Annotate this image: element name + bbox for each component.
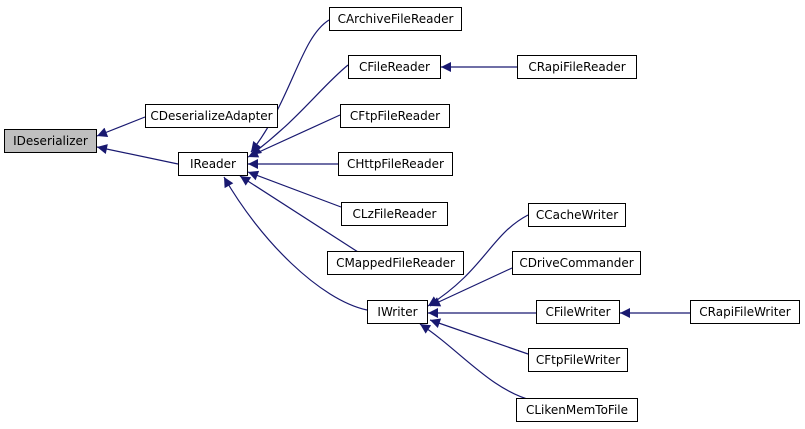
edge-clikenmemtofile-to-iwriter bbox=[419, 323, 535, 402]
node-chttpfilereader[interactable]: CHttpFileReader bbox=[338, 152, 453, 176]
edge-ccachewriter-to-iwriter bbox=[427, 214, 529, 307]
node-cdeserializeadapter[interactable]: CDeserializeAdapter bbox=[145, 104, 278, 128]
edge-clzfilereader-to-ireader bbox=[247, 170, 342, 208]
edge-ireader-to-ideserializer bbox=[96, 144, 179, 165]
node-cfilewriter[interactable]: CFileWriter bbox=[536, 300, 620, 324]
node-ireader[interactable]: IReader bbox=[178, 152, 248, 176]
node-crapifilewriter[interactable]: CRapiFileWriter bbox=[690, 300, 800, 324]
node-ccachewriter[interactable]: CCacheWriter bbox=[528, 203, 626, 227]
node-carchivefilereader[interactable]: CArchiveFileReader bbox=[329, 7, 462, 31]
edge-carchivefilereader-to-ireader bbox=[250, 19, 330, 153]
node-clikenmemtofile[interactable]: CLikenMemToFile bbox=[516, 398, 638, 422]
edge-cmappedfilereader-to-ireader bbox=[239, 175, 359, 253]
edge-cfilereader-to-ireader bbox=[250, 64, 349, 156]
node-cftpfilewriter[interactable]: CFtpFileWriter bbox=[528, 348, 628, 372]
node-ideserializer[interactable]: IDeserializer bbox=[4, 129, 97, 153]
node-cfilereader[interactable]: CFileReader bbox=[348, 55, 441, 79]
edge-iwriter-to-ireader bbox=[223, 176, 368, 311]
node-cmappedfilereader[interactable]: CMappedFileReader bbox=[327, 251, 464, 275]
edge-cdeserializeadapter-to-ideserializer bbox=[96, 116, 146, 137]
edge-cftpfilewriter-to-iwriter bbox=[429, 318, 529, 355]
edge-cdrivecommander-to-iwriter bbox=[429, 267, 513, 307]
node-cdrivecommander[interactable]: CDriveCommander bbox=[512, 251, 641, 275]
node-clzfilereader[interactable]: CLzFileReader bbox=[341, 202, 448, 226]
node-crapifilereader[interactable]: CRapiFileReader bbox=[517, 55, 637, 79]
edge-cftpfilereader-to-ireader bbox=[247, 114, 341, 158]
node-cftpfilereader[interactable]: CFtpFileReader bbox=[340, 104, 450, 128]
node-iwriter[interactable]: IWriter bbox=[367, 300, 428, 324]
